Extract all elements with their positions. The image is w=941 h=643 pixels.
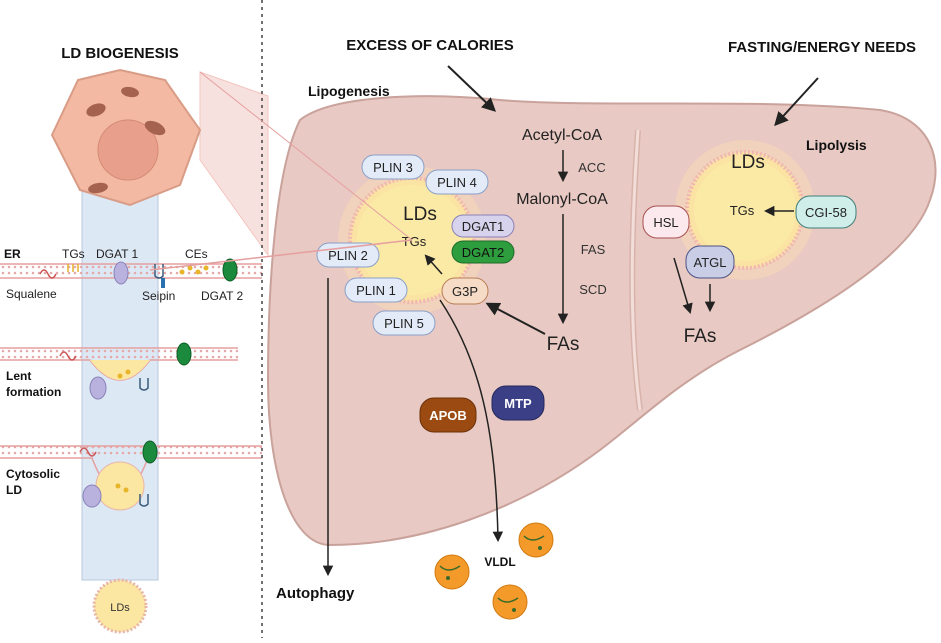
- seipin-anchor-icon: [161, 278, 165, 288]
- vldl-particle-1: [434, 554, 470, 590]
- acc-label: ACC: [578, 160, 605, 175]
- cytosolic-label-1: Cytosolic: [6, 467, 60, 481]
- fasting-title: FASTING/ENERGY NEEDS: [728, 39, 916, 56]
- vldl-arrow: [439, 299, 504, 543]
- dgat1-protein-icon: [113, 261, 129, 285]
- tg-molecules-icon: [67, 264, 79, 272]
- ces-label: CEs: [185, 247, 208, 261]
- plin4-label: PLIN 4: [437, 175, 477, 190]
- atgl-box: ATGL: [685, 245, 735, 279]
- plin5-label: PLIN 5: [384, 316, 424, 331]
- center-lds-label: LDs: [403, 204, 437, 225]
- fas-product-label: FAs: [547, 334, 580, 355]
- right-tgs-label: TGs: [730, 203, 755, 218]
- ld-biogenesis-panel: LD BIOGENESIS ER TGs DGAT 1 CEs Squalene…: [0, 45, 269, 634]
- bottom-ld-label: LDs: [110, 602, 130, 614]
- mtp-box: MTP: [491, 385, 545, 421]
- hsl-box: HSL: [642, 205, 690, 239]
- g3p-box: G3P: [441, 277, 489, 305]
- plin3-label: PLIN 3: [373, 160, 413, 175]
- lent-formation-label-2: formation: [6, 385, 61, 399]
- cgi58-box: CGI-58: [795, 195, 857, 229]
- fas-to-g3p-arrow: [485, 302, 546, 335]
- lent-formation-label-1: Lent: [6, 369, 31, 383]
- hsl-label: HSL: [653, 215, 678, 230]
- vldl-particles: [434, 522, 554, 620]
- cone-edge-line: [199, 71, 413, 241]
- center-tgs-label: TGs: [402, 234, 427, 249]
- right-lds-label: LDs: [731, 152, 765, 173]
- atgl-label: ATGL: [694, 255, 727, 270]
- right-lipid-droplet: [675, 140, 815, 280]
- dgat1-box: DGAT1: [451, 214, 515, 238]
- vldl-label: VLDL: [484, 555, 515, 569]
- acetyl-coa-label: Acetyl-CoA: [522, 127, 602, 144]
- autophagy-label: Autophagy: [276, 585, 355, 602]
- er-membrane: [0, 263, 262, 279]
- g3p-to-tgs-arrow: [424, 254, 443, 275]
- scd-enzyme-label: SCD: [579, 282, 606, 297]
- dgat2-protein-icon: [222, 258, 238, 282]
- dgat1-label: DGAT 1: [96, 247, 139, 261]
- dgat1-center-label: DGAT1: [462, 219, 504, 234]
- right-fas-label: FAs: [684, 326, 717, 347]
- tgs-label: TGs: [62, 247, 85, 261]
- er-to-ld-line: [149, 239, 413, 271]
- lens-formation-stage: [0, 342, 238, 400]
- plin1-label: PLIN 1: [356, 283, 396, 298]
- plin3-box: PLIN 3: [361, 154, 425, 180]
- dgat2-box: DGAT2: [451, 240, 515, 264]
- fas-enzyme-label: FAS: [581, 242, 606, 257]
- malonyl-coa-label: Malonyl-CoA: [516, 191, 608, 208]
- excess-calories-title: EXCESS OF CALORIES: [346, 37, 514, 54]
- apob-box: APOB: [419, 397, 477, 433]
- er-label: ER: [4, 247, 21, 261]
- ld-biogenesis-title: LD BIOGENESIS: [61, 45, 179, 62]
- plin5-box: PLIN 5: [372, 310, 436, 336]
- cgi58-label: CGI-58: [805, 205, 847, 220]
- cytosolic-ld-stage: [0, 440, 262, 511]
- seipin-icon: [154, 264, 164, 279]
- vldl-particle-3: [492, 584, 528, 620]
- cytosolic-label-2: LD: [6, 483, 22, 497]
- squalene-icon: [39, 269, 57, 279]
- plin2-label: PLIN 2: [328, 248, 368, 263]
- dgat2-center-label: DGAT2: [462, 245, 504, 260]
- g3p-label: G3P: [452, 284, 478, 299]
- fasting-arrow: [774, 77, 819, 127]
- hsl-to-fas-arrow: [673, 257, 693, 315]
- dgat2-label: DGAT 2: [201, 289, 244, 303]
- excess-calories-arrow: [447, 65, 497, 112]
- mtp-label: MTP: [504, 396, 532, 411]
- apob-label: APOB: [429, 408, 467, 423]
- hepatocyte-cell: [50, 68, 202, 207]
- plin1-box: PLIN 1: [344, 277, 408, 303]
- lipogenesis-label: Lipogenesis: [308, 83, 390, 99]
- ce-molecules-icon: [179, 265, 209, 275]
- lipolysis-label: Lipolysis: [806, 137, 867, 153]
- seipin-label: Seipin: [142, 289, 175, 303]
- plin4-box: PLIN 4: [425, 169, 489, 195]
- vldl-particle-2: [518, 522, 554, 558]
- bottom-ld-icon: [92, 578, 148, 634]
- squalene-label: Squalene: [6, 287, 57, 301]
